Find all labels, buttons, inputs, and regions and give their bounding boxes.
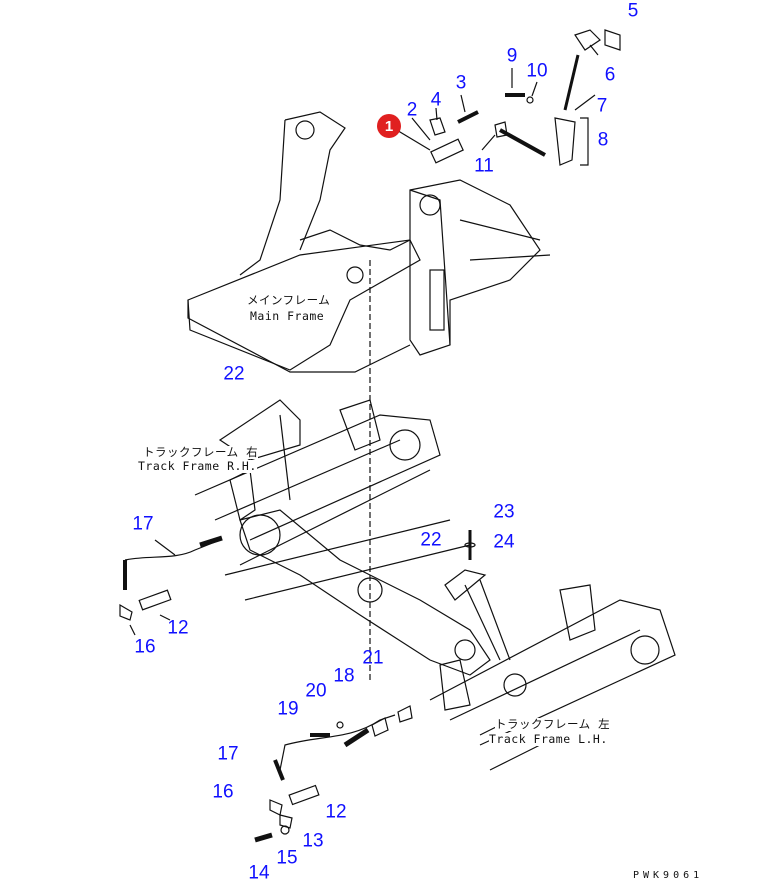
callout-23[interactable]: 23 xyxy=(493,501,515,523)
main-frame-caption-jp: メインフレーム xyxy=(247,293,331,307)
callout-1-highlighted[interactable]: 1 xyxy=(377,114,401,138)
main-frame-drawing xyxy=(187,111,551,680)
callout-17[interactable]: 17 xyxy=(217,743,239,765)
track-frame-rh-caption-jp: トラックフレーム 右 xyxy=(143,445,259,459)
track-frame-lh-caption-jp: トラックフレーム 左 xyxy=(495,717,611,731)
callout-16[interactable]: 16 xyxy=(134,636,156,658)
callout-12[interactable]: 12 xyxy=(325,801,347,823)
callout-14[interactable]: 14 xyxy=(248,862,270,884)
callout-24[interactable]: 24 xyxy=(493,531,515,553)
drawing-code: PWK9061 xyxy=(633,870,704,881)
callout-22[interactable]: 22 xyxy=(420,529,442,551)
callout-18[interactable]: 18 xyxy=(333,665,355,687)
callout-10[interactable]: 10 xyxy=(526,60,548,82)
callout-5[interactable]: 5 xyxy=(627,0,639,22)
track-frame-lh-drawing xyxy=(224,519,676,771)
hose-rh-drawing xyxy=(119,535,223,636)
callout-2[interactable]: 2 xyxy=(406,99,418,121)
callout-9[interactable]: 9 xyxy=(506,45,518,67)
hose-lh-drawing xyxy=(254,414,511,843)
track-frame-lh-caption-en: Track Frame L.H. xyxy=(489,732,608,746)
track-frame-rh-caption-en: Track Frame R.H. xyxy=(138,459,257,473)
callout-3[interactable]: 3 xyxy=(455,72,467,94)
callout-21[interactable]: 21 xyxy=(362,647,384,669)
callout-22[interactable]: 22 xyxy=(223,363,245,385)
track-frame-rh-drawing xyxy=(194,399,441,566)
top-parts-drawing xyxy=(389,29,621,166)
callout-4[interactable]: 4 xyxy=(430,89,442,111)
main-frame-caption-en: Main Frame xyxy=(250,309,325,323)
callout-20[interactable]: 20 xyxy=(305,680,327,702)
equalizer-bar-drawing xyxy=(239,509,491,676)
callout-13[interactable]: 13 xyxy=(302,830,324,852)
callout-15[interactable]: 15 xyxy=(276,847,298,869)
callout-16[interactable]: 16 xyxy=(212,781,234,803)
callout-6[interactable]: 6 xyxy=(604,64,616,86)
callout-8[interactable]: 8 xyxy=(597,129,609,151)
callout-19[interactable]: 19 xyxy=(277,698,299,720)
callout-17[interactable]: 17 xyxy=(132,513,154,535)
callout-11[interactable]: 11 xyxy=(474,155,494,177)
callout-12[interactable]: 12 xyxy=(167,617,189,639)
callout-7[interactable]: 7 xyxy=(596,95,608,117)
